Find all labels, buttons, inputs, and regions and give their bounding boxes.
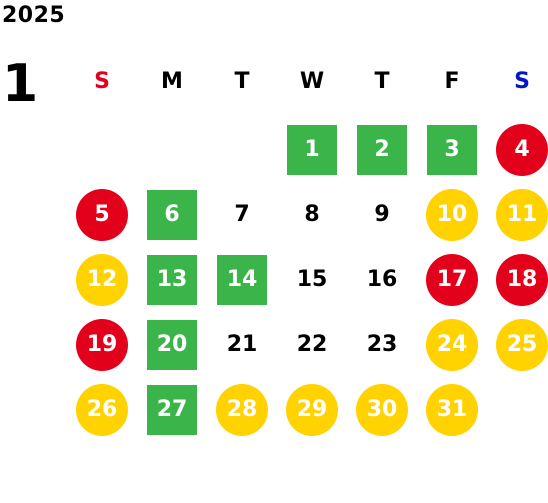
- day-30[interactable]: 30: [356, 384, 408, 436]
- day-19[interactable]: 19: [76, 319, 128, 371]
- day-11[interactable]: 11: [496, 189, 548, 241]
- day-26[interactable]: 26: [76, 384, 128, 436]
- month-label: 1: [2, 54, 39, 114]
- day-28[interactable]: 28: [216, 384, 268, 436]
- day-23[interactable]: 23: [366, 332, 398, 357]
- day-12[interactable]: 12: [76, 254, 128, 306]
- weekday-sun: S: [94, 68, 110, 94]
- day-5[interactable]: 5: [76, 189, 128, 241]
- day-8[interactable]: 8: [304, 202, 320, 227]
- day-25[interactable]: 25: [496, 319, 548, 371]
- day-7[interactable]: 7: [234, 202, 250, 227]
- day-17[interactable]: 17: [426, 254, 478, 306]
- day-18[interactable]: 18: [496, 254, 548, 306]
- day-4[interactable]: 4: [496, 124, 548, 176]
- day-24[interactable]: 24: [426, 319, 478, 371]
- day-20[interactable]: 20: [147, 320, 197, 370]
- day-16[interactable]: 16: [366, 267, 398, 292]
- year-label: 2025: [2, 3, 66, 28]
- day-14[interactable]: 14: [217, 255, 267, 305]
- day-10[interactable]: 10: [426, 189, 478, 241]
- day-21[interactable]: 21: [226, 332, 258, 357]
- day-22[interactable]: 22: [296, 332, 328, 357]
- weekday-fri: F: [444, 68, 460, 94]
- day-31[interactable]: 31: [426, 384, 478, 436]
- day-3[interactable]: 3: [427, 125, 477, 175]
- weekday-tue: T: [234, 68, 250, 94]
- day-13[interactable]: 13: [147, 255, 197, 305]
- day-6[interactable]: 6: [147, 190, 197, 240]
- day-2[interactable]: 2: [357, 125, 407, 175]
- day-29[interactable]: 29: [286, 384, 338, 436]
- weekday-thu: T: [374, 68, 390, 94]
- weekday-mon: M: [161, 68, 183, 94]
- day-27[interactable]: 27: [147, 385, 197, 435]
- weekday-sat: S: [514, 68, 530, 94]
- weekday-wed: W: [299, 68, 325, 94]
- day-9[interactable]: 9: [374, 202, 390, 227]
- day-15[interactable]: 15: [296, 267, 328, 292]
- day-1[interactable]: 1: [287, 125, 337, 175]
